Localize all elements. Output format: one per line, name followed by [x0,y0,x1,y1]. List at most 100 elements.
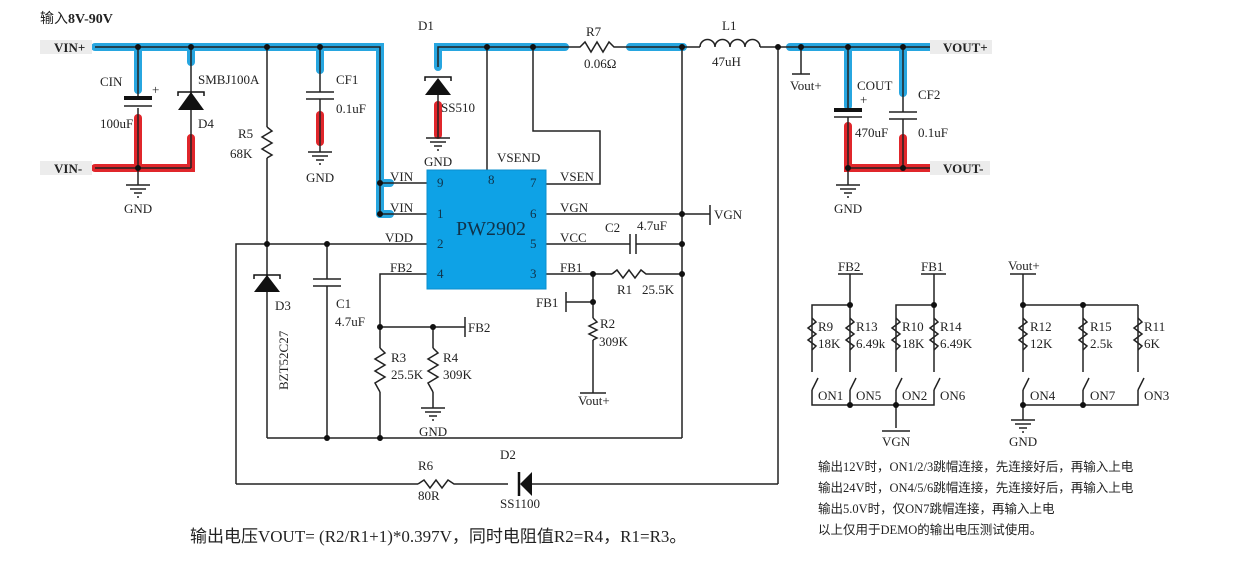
svg-text:VIN-: VIN- [54,161,82,176]
svg-text:R6: R6 [418,458,434,473]
svg-text:309K: 309K [443,367,473,382]
svg-text:PW2902: PW2902 [456,218,526,240]
vgn-net-label: VGN [714,207,743,222]
fb2-net-label: FB2 [838,259,860,274]
vout-plus-net-label: Vout+ [578,393,610,408]
jumper-on2: ON2 [902,388,927,403]
svg-text:SMBJ100A: SMBJ100A [198,72,260,87]
diode-d1: D1 SS510 [418,18,475,115]
diode-d3: D3 BZT52C27 [253,274,291,390]
note-line: 输出5.0V时，仅ON7跳帽连接，再输入上电 [818,502,1055,516]
svg-text:D4: D4 [198,116,214,131]
jumper-block-gnd: Vout+ GND R12 12K R15 2.5k R11 6K ON4 ON… [1008,258,1169,449]
svg-text:80R: 80R [418,488,440,503]
jumper-on1: ON1 [818,388,843,403]
svg-text:12K: 12K [1030,336,1053,351]
svg-text:VIN+: VIN+ [54,40,85,55]
svg-text:R5: R5 [238,126,253,141]
port-vout-minus: VOUT- [930,161,990,176]
gnd-label: GND [424,154,452,169]
svg-text:COUT: COUT [857,78,892,93]
svg-text:BZT52C27: BZT52C27 [276,330,291,390]
svg-text:R3: R3 [391,350,406,365]
svg-text:C2: C2 [605,220,620,235]
svg-text:FB2: FB2 [390,260,412,275]
svg-text:VSEN: VSEN [560,169,595,184]
resistor-r7: R7 0.06Ω [567,24,625,71]
svg-text:1: 1 [437,206,444,221]
inductor-l1: L1 47uH [699,18,761,69]
svg-text:VCC: VCC [560,230,587,245]
svg-text:R2: R2 [600,316,615,331]
svg-text:+: + [860,92,867,107]
wires [95,46,930,485]
capacitor-cout: COUT + 470uF [834,78,892,140]
svg-text:470uF: 470uF [855,125,888,140]
svg-text:309K: 309K [599,334,629,349]
jumper-on5: ON5 [856,388,881,403]
capacitor-c1: C1 4.7uF [313,278,365,329]
jumper-on7: ON7 [1090,388,1116,403]
svg-text:100uF: 100uF [100,116,133,131]
svg-text:CF1: CF1 [336,72,358,87]
ground-symbol [425,137,451,151]
note-line: 以上仅用于DEMO的输出电压测试使用。 [818,523,1043,537]
svg-text:25.5K: 25.5K [391,367,424,382]
svg-text:6K: 6K [1144,336,1161,351]
svg-text:0.1uF: 0.1uF [336,101,366,116]
svg-text:VGN: VGN [560,200,589,215]
svg-text:R14: R14 [940,319,962,334]
svg-text:VOUT-: VOUT- [943,161,983,176]
ground-symbol [835,184,861,198]
svg-text:R13: R13 [856,319,878,334]
svg-text:CIN: CIN [100,74,123,89]
svg-text:SS510: SS510 [441,100,475,115]
capacitor-cf1: CF1 0.1uF [306,72,366,116]
chip-pw2902: PW2902 9 1 2 4 8 7 6 5 3 [426,169,547,290]
svg-text:3: 3 [530,266,537,281]
port-vin-minus: VIN- [40,161,92,176]
resistor-r5: R5 68K [230,126,274,161]
svg-text:25.5K: 25.5K [642,282,675,297]
resistor-r4: R4 309K [426,347,473,393]
fb2-net-label: FB2 [468,320,490,335]
svg-text:2: 2 [437,236,444,251]
ground-symbol [125,184,151,198]
svg-text:R11: R11 [1144,319,1165,334]
svg-text:VOUT+: VOUT+ [943,40,988,55]
svg-text:2.5k: 2.5k [1090,336,1113,351]
pin-net-labels: VIN VIN VDD FB2 VSEND VSEN VGN VCC FB1 [385,150,595,275]
title-range: 8V-90V [68,12,113,27]
gnd-label: GND [419,424,447,439]
svg-text:VSEND: VSEND [497,150,540,165]
resistor-r6: R6 80R [417,458,458,503]
gnd-label: GND [1009,434,1037,449]
fb1-net-label: FB1 [536,295,558,310]
gnd-label: GND [306,170,334,185]
capacitor-cf2: CF2 0.1uF [889,87,948,140]
svg-text:C1: C1 [336,296,351,311]
svg-text:5: 5 [530,236,537,251]
svg-text:6.49K: 6.49K [940,336,973,351]
output-voltage-formula: 输出电压VOUT= (R2/R1+1)*0.397V，同时电阻值R2=R4，R1… [190,527,687,546]
gnd-label: GND [124,201,152,216]
jumper-on6: ON6 [940,388,966,403]
vout-plus-net-label: Vout+ [1008,258,1040,273]
capacitor-c2: C2 4.7uF [605,218,667,254]
svg-text:L1: L1 [722,18,736,33]
svg-text:4: 4 [437,266,444,281]
svg-text:VIN: VIN [390,169,414,184]
svg-text:4.7uF: 4.7uF [335,314,365,329]
note-line: 输出12V时，ON1/2/3跳帽连接，先连接好后，再输入上电 [818,460,1134,474]
ground-symbol [420,407,446,421]
vout-plus-net-label: Vout+ [790,78,822,93]
diode-d2: D2 SS1100 [500,447,540,511]
gnd-label: GND [834,201,862,216]
resistor-r3: R3 25.5K [373,347,424,393]
svg-text:VDD: VDD [385,230,413,245]
port-vout-plus: VOUT+ [930,40,992,55]
svg-text:FB1: FB1 [560,260,582,275]
svg-text:47uH: 47uH [712,54,741,69]
diode-d4: SMBJ100A D4 [177,72,260,131]
